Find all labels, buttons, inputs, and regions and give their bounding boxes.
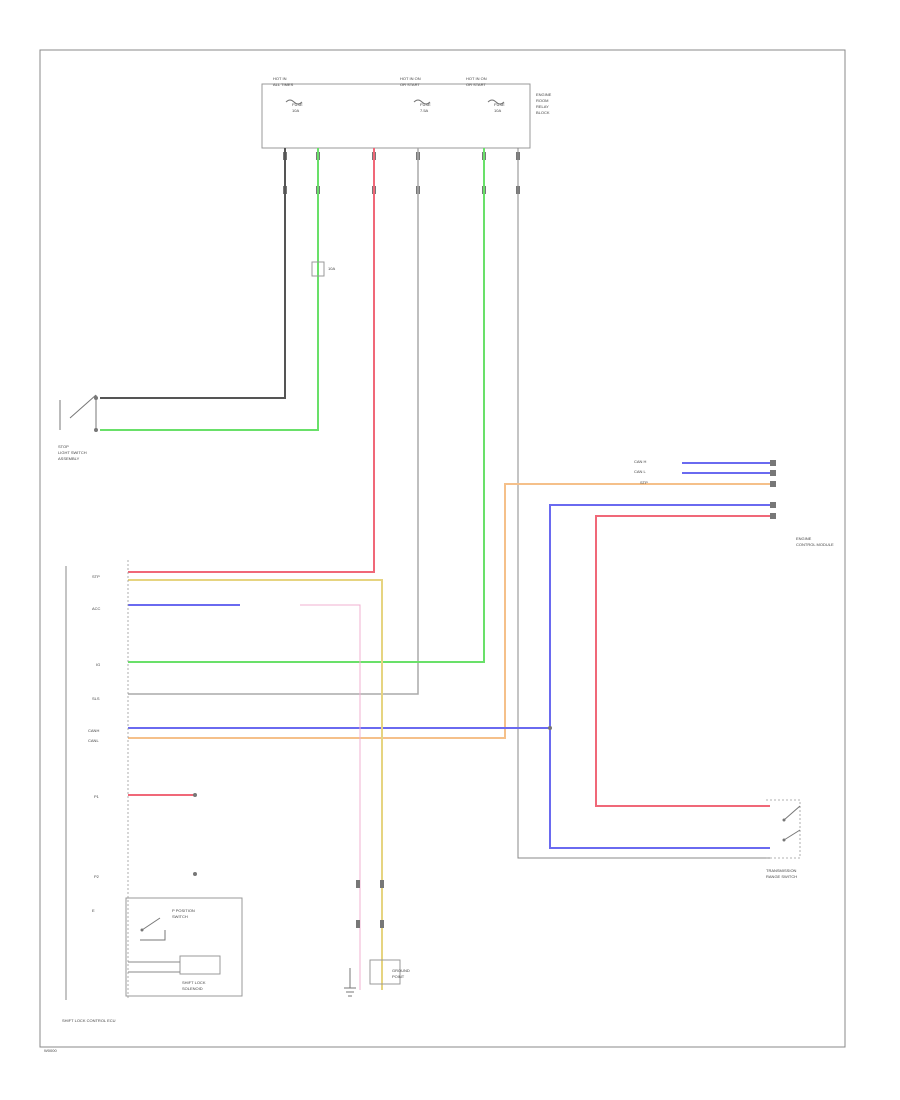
svg-text:P POSITION: P POSITION (172, 908, 195, 913)
wire-green-stop-switch (100, 148, 319, 431)
solenoid-coil (179, 955, 221, 975)
diagram-frame (39, 49, 846, 1048)
stop-light-switch (59, 394, 98, 432)
trans-range-switch-label: TRANSMISSION RANGE SWITCH (766, 868, 797, 879)
svg-text:IG: IG (96, 662, 100, 667)
wire-black-stop-switch (100, 148, 286, 399)
inline-fuse-label: 10A (328, 266, 335, 271)
fuse-icon (413, 99, 431, 105)
stop-light-switch-label: STOP LIGHT SWITCH ASSEMBLY (58, 444, 87, 461)
svg-text:POINT: POINT (392, 974, 405, 979)
trans-range-switch (766, 799, 801, 859)
svg-text:7.5A: 7.5A (420, 108, 429, 113)
svg-text:ALL TIMES: ALL TIMES (273, 82, 294, 87)
svg-text:P2: P2 (94, 874, 100, 879)
ecu-pin-labels: STP ACC IG SLS CANH CANL P1 P2 E (88, 574, 101, 913)
svg-text:CANL: CANL (88, 738, 99, 743)
svg-text:OR START: OR START (400, 82, 420, 87)
svg-text:OR START: OR START (466, 82, 486, 87)
wire-dark-trans-switch (517, 148, 770, 859)
svg-text:CAN H: CAN H (634, 459, 647, 464)
svg-text:SOLENOID: SOLENOID (182, 986, 203, 991)
inline-fuse (311, 261, 325, 277)
park-switch-box (125, 897, 243, 997)
wire-red-ecu-stp (128, 148, 375, 573)
svg-text:HOT IN ON: HOT IN ON (400, 76, 421, 81)
svg-text:10A: 10A (494, 108, 501, 113)
svg-text:SHIFT LOCK: SHIFT LOCK (182, 980, 206, 985)
fuse-block-label-mid: HOT IN ON OR START FUSE 7.5A (400, 76, 431, 113)
wire-pink-solenoid (300, 604, 361, 990)
svg-text:RELAY: RELAY (536, 104, 549, 109)
svg-text:LIGHT SWITCH: LIGHT SWITCH (58, 450, 87, 455)
svg-text:HOT IN ON: HOT IN ON (466, 76, 487, 81)
svg-text:STOP: STOP (58, 444, 69, 449)
fuse-icon (285, 99, 303, 105)
svg-text:GROUND: GROUND (392, 968, 410, 973)
park-switch-symbol (140, 917, 166, 941)
svg-text:ASSEMBLY: ASSEMBLY (58, 456, 80, 461)
svg-text:CONTROL MODULE: CONTROL MODULE (796, 542, 834, 547)
svg-text:ENGINE: ENGINE (536, 92, 552, 97)
shift-lock-ecu-label: SHIFT LOCK CONTROL ECU (62, 1018, 116, 1023)
wire-blue-can (128, 504, 770, 729)
wire-connectors (193, 460, 776, 928)
svg-text:TRANSMISSION: TRANSMISSION (766, 868, 797, 873)
fuse-icon (487, 99, 505, 105)
svg-text:SLS: SLS (92, 696, 100, 701)
park-switch-label: P POSITION SWITCH (172, 908, 195, 919)
svg-text:RANGE SWITCH: RANGE SWITCH (766, 874, 797, 879)
wire-red-trans (595, 515, 770, 807)
wire-blue-trans (549, 728, 770, 849)
wire-gray-ecu-acc (128, 148, 419, 695)
wire-orange-can (128, 483, 770, 739)
svg-text:ROOM: ROOM (536, 98, 548, 103)
wire-yellow-solenoid (128, 579, 383, 990)
svg-text:STP: STP (92, 574, 100, 579)
svg-text:BLOCK: BLOCK (536, 110, 550, 115)
svg-text:HOT IN: HOT IN (273, 76, 287, 81)
ground-symbol (344, 959, 401, 997)
svg-text:E: E (92, 908, 95, 913)
svg-text:CAN L: CAN L (634, 469, 647, 474)
fuse-box-name: ENGINE ROOM RELAY BLOCK (536, 92, 552, 115)
fuse-block-label-right: HOT IN ON OR START FUSE 10A (466, 76, 505, 113)
svg-text:CANH: CANH (88, 728, 99, 733)
svg-text:10A: 10A (292, 108, 299, 113)
ground-label: GROUND POINT (392, 968, 410, 979)
svg-text:ENGINE: ENGINE (796, 536, 812, 541)
svg-text:SWITCH: SWITCH (172, 914, 188, 919)
svg-text:P1: P1 (94, 794, 100, 799)
solenoid-wires (128, 961, 180, 973)
footer-label: W0000 (44, 1048, 57, 1053)
solenoid-label: SHIFT LOCK SOLENOID (182, 980, 206, 991)
svg-text:ACC: ACC (92, 606, 101, 611)
fuse-relay-block (261, 83, 531, 149)
ecm-pin-labels: CAN H CAN L STP (634, 459, 648, 485)
svg-text:STP: STP (640, 480, 648, 485)
fuse-block-label-left: HOT IN ALL TIMES FUSE 10A (273, 76, 303, 113)
ecm-label: ENGINE CONTROL MODULE (796, 536, 834, 547)
wire-green-ecu-ig (128, 148, 485, 663)
